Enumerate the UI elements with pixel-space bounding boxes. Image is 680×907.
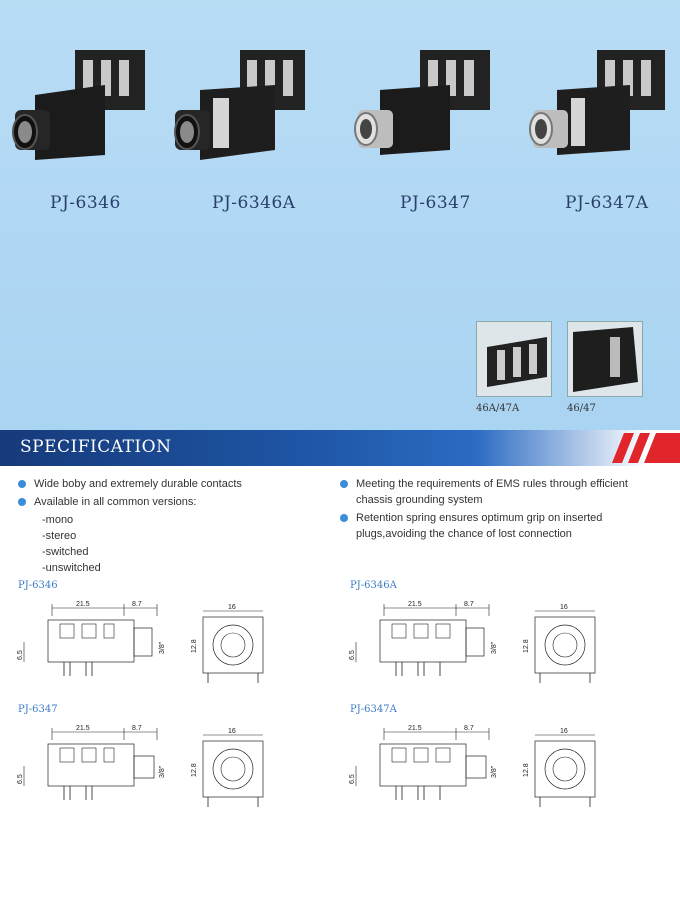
front-view-drawing: 16 12.8 — [523, 604, 596, 683]
drawing-front-view: 16 12.8 — [520, 727, 610, 817]
dim-thread: 3/8" — [159, 641, 166, 654]
version-item: -unswitched — [42, 562, 101, 574]
version-item: -switched — [42, 546, 89, 558]
bullet-text: Meeting the requirements of EMS rules th… — [356, 478, 628, 506]
dim-length: 21.5 — [76, 601, 90, 608]
product-label: PJ-6347A — [565, 193, 649, 213]
jack-connector-icon — [529, 50, 665, 155]
dim-length: 21.5 — [76, 725, 90, 732]
bullet-text: Retention spring ensures optimum grip on… — [356, 512, 603, 540]
spec-bullets-right: Meeting the requirements of EMS rules th… — [340, 476, 630, 544]
dim-nose: 8.7 — [132, 601, 142, 608]
dim-width: 16 — [228, 728, 236, 735]
dim-height: 6.5 — [349, 774, 356, 784]
jack-connector-icon — [354, 50, 490, 155]
dim-width: 16 — [228, 604, 236, 611]
dim-width: 16 — [560, 604, 568, 611]
diagram-label: PJ-6346A — [350, 580, 397, 591]
side-view-drawing: 21.5 8.7 6.5 3/8" — [349, 725, 498, 800]
dim-nose: 8.7 — [464, 725, 474, 732]
dim-face: 12.8 — [191, 763, 198, 777]
jack-connector-icon — [12, 50, 145, 160]
dim-height: 6.5 — [17, 650, 24, 660]
dim-thread: 3/8" — [491, 641, 498, 654]
product-image-pj6346a — [165, 40, 315, 170]
drawing-front-view: 16 12.8 — [188, 727, 278, 817]
product-image-pj6347 — [350, 40, 500, 170]
bullet-item: Meeting the requirements of EMS rules th… — [340, 476, 630, 508]
product-label: PJ-6346A — [212, 193, 296, 213]
dim-thread: 3/8" — [159, 765, 166, 778]
drawing-side-view: 21.5 8.7 6.5 3/8" — [12, 722, 177, 817]
drawing-side-view: 21.5 8.7 6.5 3/8" — [344, 722, 509, 817]
bullet-item: Wide boby and extremely durable contacts — [18, 476, 318, 492]
diagram-label: PJ-6347 — [18, 704, 58, 715]
dim-height: 6.5 — [17, 774, 24, 784]
dim-thread: 3/8" — [491, 765, 498, 778]
front-view-drawing: 16 12.8 — [523, 728, 596, 807]
side-view-drawing: 21.5 8.7 6.5 3/8" — [17, 725, 166, 800]
front-view-drawing: 16 12.8 — [191, 604, 264, 683]
bullet-dot-icon — [18, 480, 26, 488]
bullet-item: Retention spring ensures optimum grip on… — [340, 510, 630, 542]
spec-bullets-left: Wide boby and extremely durable contacts… — [18, 476, 318, 576]
thumbnail-46-47 — [567, 321, 643, 397]
bullet-dot-icon — [340, 480, 348, 488]
dim-length: 21.5 — [408, 725, 422, 732]
drawing-front-view: 16 12.8 — [188, 603, 278, 693]
specification-header-bar — [0, 430, 680, 466]
specification-title: SPECIFICATION — [20, 437, 172, 457]
dim-nose: 8.7 — [464, 601, 474, 608]
jack-connector-icon — [174, 50, 305, 160]
jack-detail-icon — [477, 322, 551, 396]
product-image-pj6347a — [525, 40, 675, 170]
side-view-drawing: 21.5 8.7 6.5 3/8" — [349, 601, 498, 676]
dim-width: 16 — [560, 728, 568, 735]
thumbnail-46a-47a — [476, 321, 552, 397]
bullet-dot-icon — [340, 514, 348, 522]
dim-nose: 8.7 — [132, 725, 142, 732]
drawing-side-view: 21.5 8.7 6.5 3/8" — [344, 598, 509, 693]
bullet-item: Available in all common versions: — [18, 494, 318, 510]
diagram-label: PJ-6346 — [18, 580, 58, 591]
product-label: PJ-6346 — [50, 193, 121, 213]
drawing-side-view: 21.5 8.7 6.5 3/8" — [12, 598, 177, 693]
thumbnail-label: 46A/47A — [476, 403, 520, 414]
version-item: -stereo — [42, 530, 77, 542]
version-item: -mono — [42, 514, 74, 526]
thumbnail-label: 46/47 — [567, 403, 596, 414]
bullet-text: Available in all common versions: — [34, 496, 197, 508]
bullet-text: Wide boby and extremely durable contacts — [34, 478, 242, 490]
diagram-label: PJ-6347A — [350, 704, 397, 715]
dim-length: 21.5 — [408, 601, 422, 608]
red-stripes-icon — [612, 433, 680, 463]
product-label: PJ-6347 — [400, 193, 471, 213]
drawing-front-view: 16 12.8 — [520, 603, 610, 693]
dim-face: 12.8 — [523, 763, 530, 777]
dim-face: 12.8 — [191, 639, 198, 653]
front-view-drawing: 16 12.8 — [191, 728, 264, 807]
side-view-drawing: 21.5 8.7 6.5 3/8" — [17, 601, 166, 676]
bullet-dot-icon — [18, 498, 26, 506]
product-image-pj6346 — [5, 40, 155, 170]
dim-height: 6.5 — [349, 650, 356, 660]
dim-face: 12.8 — [523, 639, 530, 653]
jack-detail-icon — [568, 322, 642, 396]
